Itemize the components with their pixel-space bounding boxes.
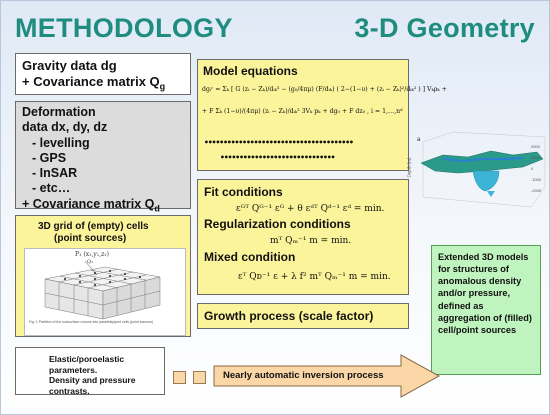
- deformation-line-1: Deformation: [22, 105, 96, 119]
- geometry-title: 3-D Geometry: [354, 13, 535, 43]
- deformation-covariance: + Covariance matrix Qd: [22, 197, 184, 214]
- inversion-arrow: Nearly automatic inversion process: [213, 353, 441, 399]
- plot-tick: -1000: [531, 177, 542, 182]
- grid-cells-illustration: [44, 260, 161, 320]
- deformation-cov-sub: d: [154, 203, 160, 213]
- plot-tick: -2000: [531, 188, 542, 193]
- plot-ticks: 2000 1000 0 -1000 -2000: [531, 141, 541, 196]
- mixed-equation: εᵀ Qᴅ⁻¹ ε + λ f² mᵀ Qₘ⁻¹ m = min.: [238, 272, 391, 282]
- grid-figure: P₁ (x₁,y₁,z₁) Q₁ Fig. 1 Partition of the…: [24, 248, 186, 336]
- model-title: Model equations: [203, 64, 298, 78]
- plot-tick: 0: [531, 166, 534, 171]
- process-square: [193, 371, 206, 384]
- model-equation-1: dgᵢᶜ = Σₖ [ G (zᵢ − Zₖ)/dᵢₖ³ − (g₀/4πμ) …: [202, 86, 447, 93]
- plot-tick: 2000: [531, 144, 540, 149]
- grid-title-2: (point sources): [54, 233, 127, 244]
- mixed-title: Mixed condition: [204, 250, 296, 264]
- plot-axis-label: Depth (m): [406, 157, 412, 178]
- grid-title-1: 3D grid of (empty) cells: [38, 221, 149, 232]
- params-line-3: Density and pressure: [49, 375, 136, 386]
- result-models-box: Extended 3D models for structures of ano…: [431, 245, 541, 375]
- deformation-item: - etc…: [32, 181, 71, 196]
- deformation-item: - levelling: [32, 135, 90, 150]
- gravity-cov-sub: g: [159, 81, 166, 92]
- gravity-data-box: Gravity data dg + Covariance matrix Qg: [15, 53, 191, 95]
- grid-cells-box: 3D grid of (empty) cells (point sources): [15, 215, 191, 337]
- plot-panel-label: a: [417, 137, 421, 143]
- 3d-model-plot: a Depth (m) 2000 1000 0 -1000 -2000: [407, 127, 547, 227]
- params-line-1: Elastic/poroelastic: [49, 354, 125, 364]
- parameters-box: Elastic/poroelastic parameters. Density …: [15, 347, 165, 396]
- deformation-item: - InSAR: [32, 166, 78, 180]
- grid-point-sublabel: Q₁: [87, 259, 94, 265]
- regularization-title: Regularization conditions: [204, 217, 351, 231]
- fit-title: Fit conditions: [204, 185, 283, 199]
- inversion-arrow-shape: [213, 354, 441, 398]
- params-line-4: contrasts.: [49, 385, 90, 396]
- growth-label: Growth process (scale factor): [204, 309, 374, 323]
- fit-equation: εᴳᵀ Qᴳ⁻¹ εᴳ + θ εᵈᵀ Qᵈ⁻¹ εᵈ = min.: [236, 204, 385, 214]
- process-square: [173, 371, 186, 384]
- growth-process-box: Growth process (scale factor): [197, 303, 409, 329]
- 3d-plot-graphic: [420, 131, 546, 208]
- deformation-line-2: data dx, dy, dz: [22, 120, 108, 135]
- model-equations-box: Model equations dgᵢᶜ = Σₖ [ G (zᵢ − Zₖ)/…: [197, 59, 447, 171]
- dots-row-2: ••••••••••••••••••••••••••••••: [220, 153, 335, 162]
- deformation-data-box: Deformation data dx, dy, dz - levelling …: [15, 101, 191, 213]
- params-line-2: parameters.: [49, 364, 98, 375]
- fit-conditions-box: Fit conditions εᴳᵀ Qᴳ⁻¹ εᴳ + θ εᵈᵀ Qᵈ⁻¹ …: [197, 179, 409, 295]
- dots-row-1: •••••••••••••••••••••••••••••••••••••••: [204, 138, 354, 147]
- deformation-cov-text: + Covariance matrix Q: [22, 196, 155, 211]
- inversion-label: Nearly automatic inversion process: [223, 370, 384, 381]
- deformation-item: - GPS: [32, 150, 67, 165]
- gravity-covariance: + Covariance matrix Qg: [22, 74, 184, 93]
- gravity-line-1: Gravity data dg: [22, 58, 117, 73]
- grid-figure-caption: Fig. 1 Partition of the subsurface volum…: [29, 320, 154, 324]
- result-text: Extended 3D models for structures of ano…: [438, 252, 532, 335]
- regularization-equation: mᵀ Qₘ⁻¹ m = min.: [270, 236, 352, 246]
- gravity-cov-text: + Covariance matrix Q: [22, 73, 160, 89]
- plot-tick: 1000: [531, 155, 540, 160]
- methodology-title: METHODOLOGY: [15, 13, 233, 43]
- grid-point-label: P₁ (x₁,y₁,z₁): [75, 251, 109, 258]
- model-equation-2: + F Σₖ (1−υ)/(4πμ) (zᵢ − Zₖ)/dᵢₖ³ 3Vₖ pₖ…: [202, 108, 403, 115]
